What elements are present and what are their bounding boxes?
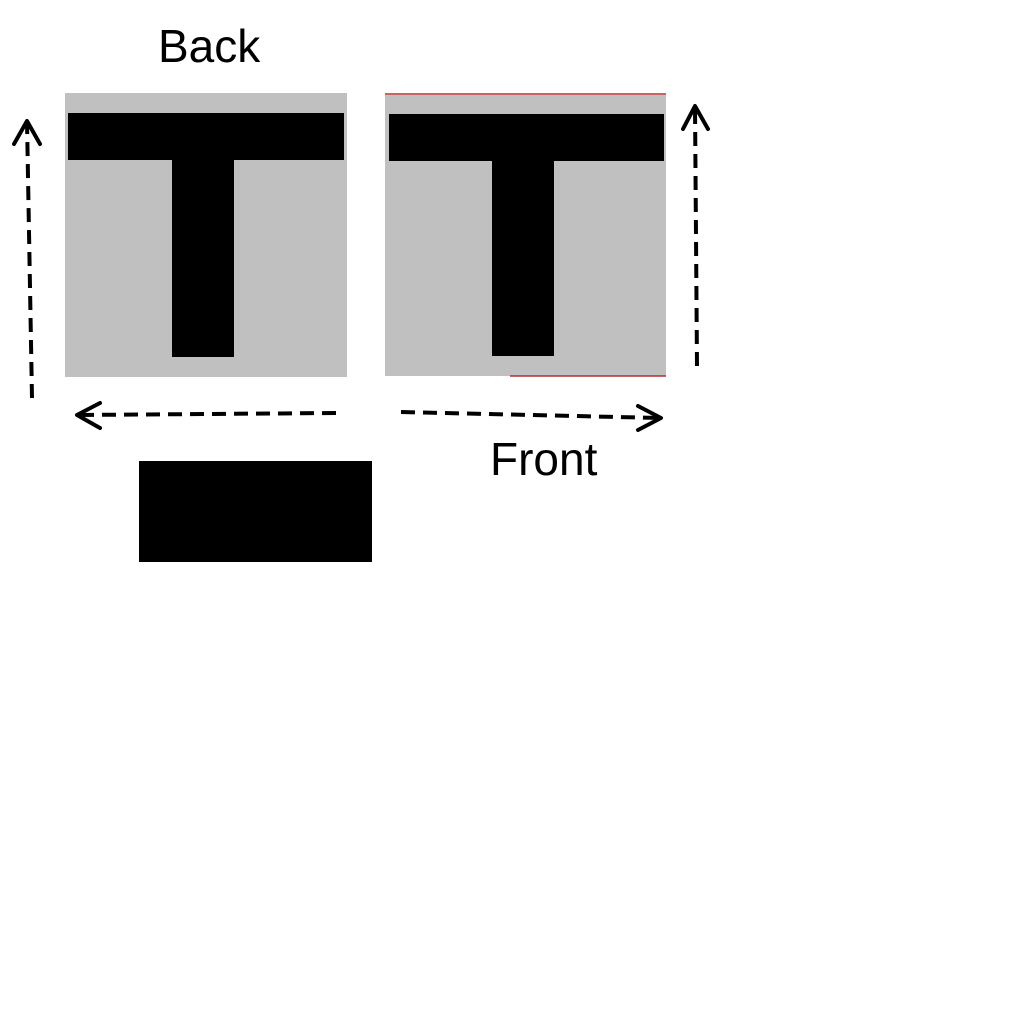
front-t-top-bar [389,114,664,161]
dashed-right-arrow-icon [400,404,663,432]
back-t-stem [172,160,234,357]
front-panel-top-edge [385,93,666,95]
back-label: Back [158,20,261,72]
front-label: Front [490,433,598,485]
front-t-stem [492,161,554,356]
base-block [139,461,372,562]
back-t-top-bar [68,113,344,160]
dashed-up-arrow-icon [12,119,42,399]
front-panel-bottom-edge [510,375,666,377]
dashed-left-arrow-icon [75,401,337,430]
dashed-up-arrow-icon [681,104,710,367]
